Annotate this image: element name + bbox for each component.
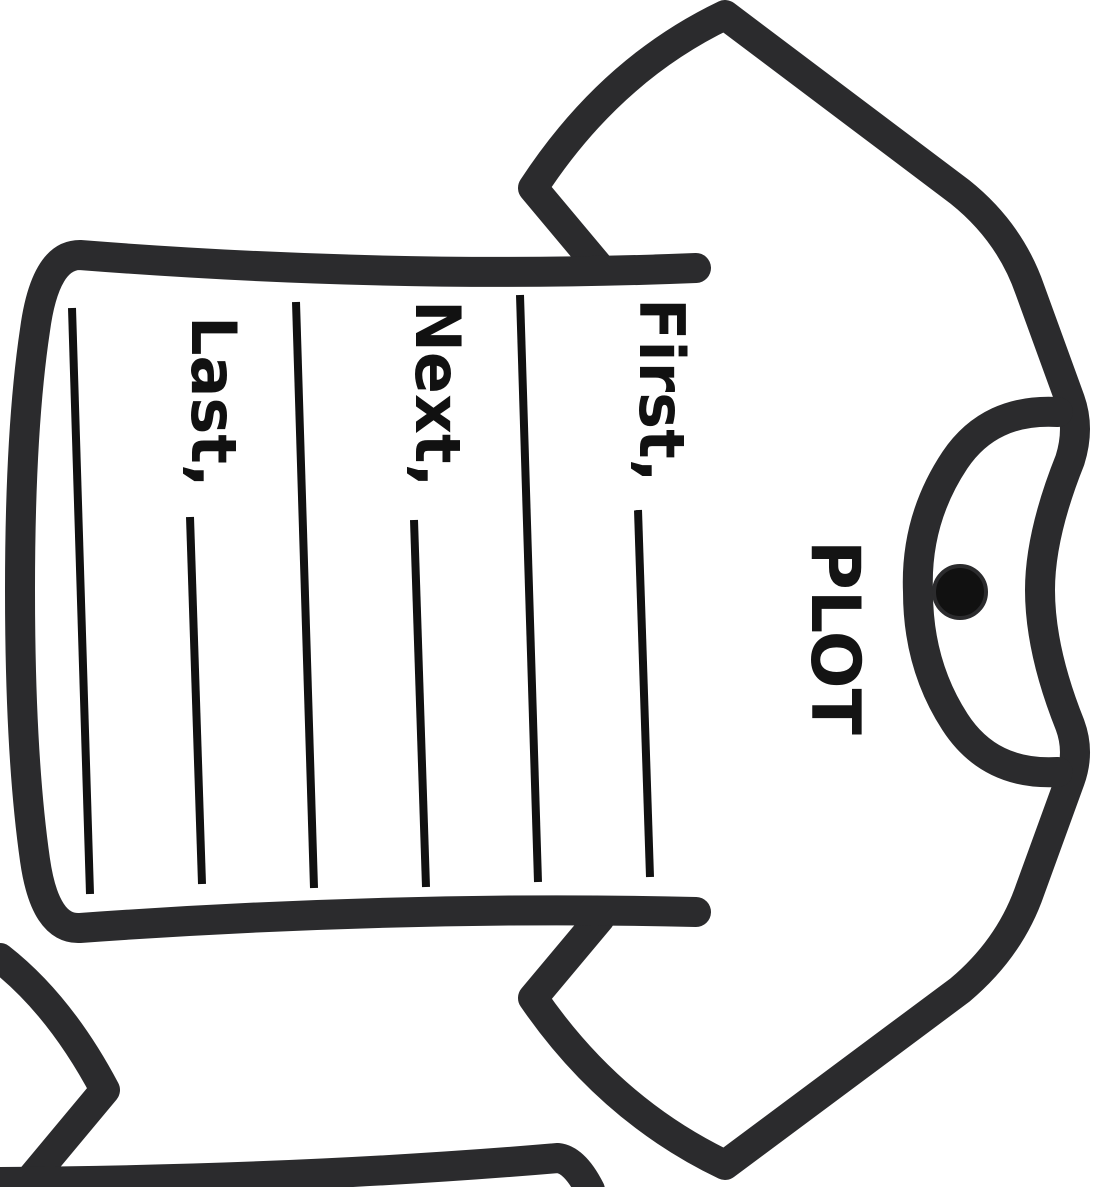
writing-lines [68,294,654,895]
shirt-upper-hem-edge [5,240,711,943]
prompt-first-label: First, [625,298,698,482]
worksheet-title: PLOT [795,540,874,736]
last-answer-line-short [186,516,206,885]
circle-dot-icon [932,564,988,620]
shirt-collar [902,396,1073,788]
next-answer-line-long [292,301,318,889]
second-shirt-hem [0,1143,605,1187]
shirt-top-sleeve [518,0,1090,1180]
first-answer-line-long [516,294,542,883]
t-shirt-icon [5,0,1090,1180]
second-shirt-partial [0,943,605,1187]
prompt-last-label: Last, [177,316,250,487]
first-answer-line-short [634,509,654,878]
second-shirt-sleeve [0,943,120,1187]
last-answer-line-long [68,307,94,895]
prompt-next-label: Next, [401,300,474,487]
next-answer-line-short [410,519,430,888]
